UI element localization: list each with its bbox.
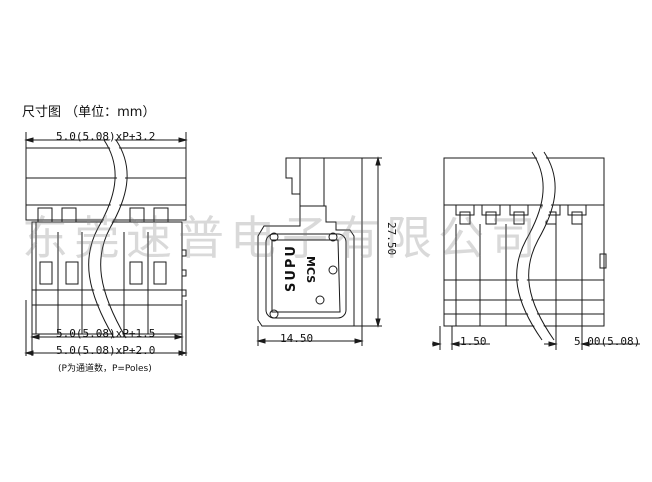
front-view-right [432,149,640,350]
dim-right-edge: 1.50 [460,335,487,348]
dim-side-width: 14.50 [280,332,314,345]
dim-side-height: 27.50 [385,222,398,256]
dim-bottom-pitch: 5.0(5.08)xP+1.5 [56,327,156,340]
dim-bottom-overall: 5.0(5.08)xP+2.0 [56,344,156,357]
drawing-title: 尺寸图 （单位：mm） [22,105,156,120]
poles-note: (P为通道数，P=Poles) [58,364,152,374]
dim-top-overall: 5.0(5.08)xP+3.2 [56,130,156,143]
front-view-left [24,132,188,356]
side-view [256,156,382,346]
dim-right-pitch: 5.00(5.08) [574,335,641,348]
watermark: 东莞速普电子有限公司 [22,211,542,265]
model-text: MCS [304,256,317,284]
